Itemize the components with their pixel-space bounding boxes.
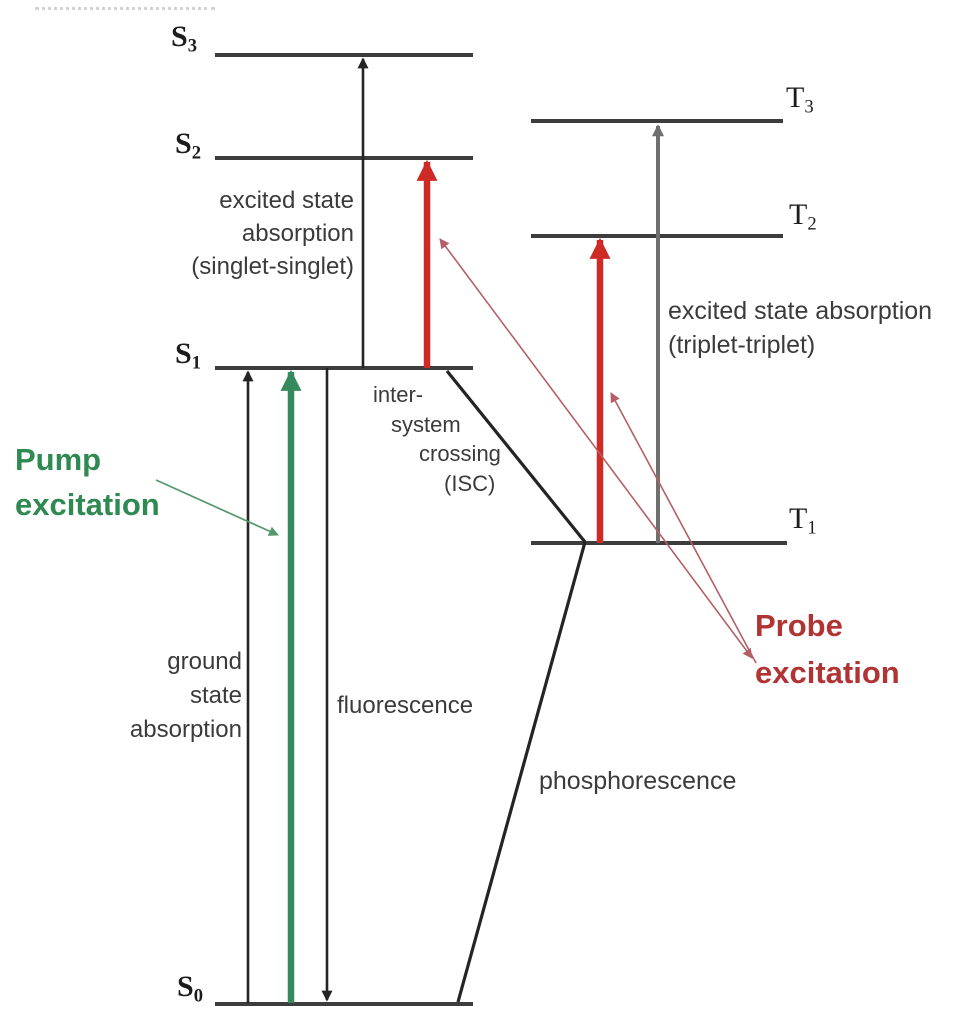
isc-label-line1: inter- bbox=[373, 382, 424, 407]
ground-state-absorption-label: ground state absorption bbox=[129, 648, 242, 743]
s0-label: S0 bbox=[177, 970, 203, 1007]
s3-label: S3 bbox=[171, 20, 197, 57]
phosphorescence-label: phosphorescence bbox=[539, 767, 737, 795]
t2-label: T2 bbox=[789, 198, 817, 235]
isc-label-line2: system bbox=[391, 412, 461, 437]
esa-singlet-label: excited state absorption (singlet-single… bbox=[191, 187, 354, 280]
s2-label: S2 bbox=[175, 127, 201, 164]
s1-label: S1 bbox=[175, 337, 201, 374]
pump-excitation-label: Pump excitation bbox=[15, 442, 160, 522]
isc-label-line3: crossing bbox=[419, 441, 501, 466]
esa-triplet-label: excited state absorption (triplet-triple… bbox=[668, 297, 933, 359]
top-edge-artifact bbox=[35, 7, 215, 10]
fluorescence-label: fluorescence bbox=[337, 692, 474, 719]
t3-label: T3 bbox=[786, 81, 814, 118]
probe-excitation-label: Probe excitation bbox=[755, 608, 900, 690]
probe-pointer-arrow-singlet bbox=[439, 238, 753, 659]
pump-pointer-arrow bbox=[155, 479, 279, 536]
t1-label: T1 bbox=[789, 502, 817, 539]
probe-pointer-arrow-triplet bbox=[610, 392, 757, 664]
isc-label-line4: (ISC) bbox=[444, 471, 496, 496]
